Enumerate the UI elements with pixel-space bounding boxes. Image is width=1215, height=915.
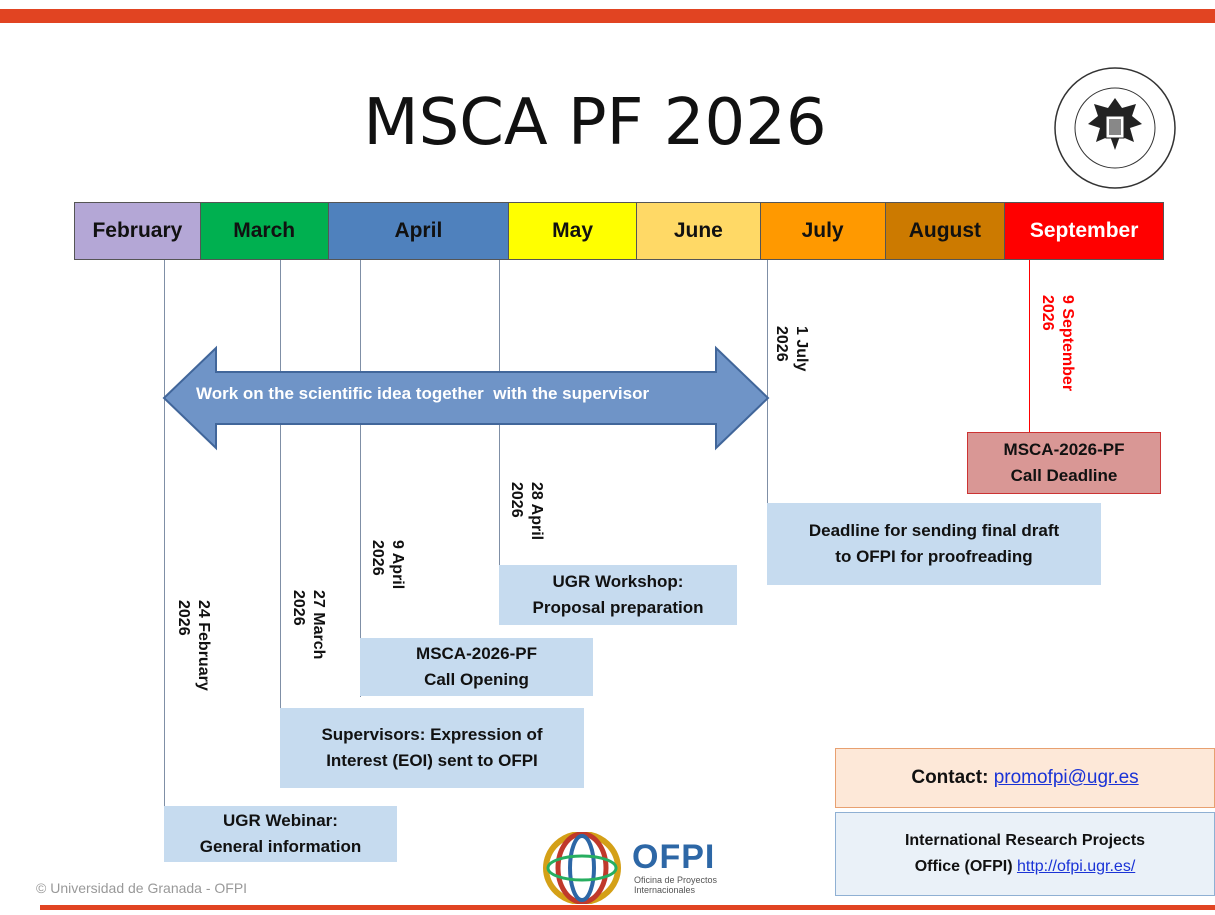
month-july: July [760,203,886,259]
timeline-line-sep9 [1029,260,1030,432]
webinar-box: UGR Webinar: General information [164,806,397,862]
double-arrow-icon [162,345,770,451]
ofpi-logo-icon [543,832,621,904]
month-may: May [509,203,637,259]
ofpi-logo-text: OFPI [632,838,716,876]
date-9-september: 9 September 2026 [1039,295,1076,392]
month-september: September [1005,203,1163,259]
contact-label: Contact: [911,767,989,788]
date-24-february: 24 February 2026 [175,600,212,691]
timeline-line-feb24 [164,260,165,860]
month-august: August [885,203,1006,259]
arrow-label: Work on the scientific idea together wit… [196,384,650,403]
month-label: February [92,219,183,242]
month-timeline: February March April May June July Augus… [74,202,1164,260]
date-9-april: 9 April 2026 [369,540,406,590]
call-deadline-box: MSCA-2026-PF Call Deadline [967,432,1161,494]
timeline-line-apr28 [499,260,500,625]
month-label: March [233,219,296,242]
final-draft-box: Deadline for sending final draft to OFPI… [767,503,1101,585]
page-title: MSCA PF 2026 [363,86,827,160]
contact-box: Contact: promofpi@ugr.es [835,748,1215,808]
office-prefix: Office (OFPI) [914,858,1013,875]
month-label: August [908,219,982,242]
month-april: April [328,203,510,259]
eoi-box: Supervisors: Expression of Interest (EOI… [280,708,584,788]
call-opening-box: MSCA-2026-PF Call Opening [360,638,593,696]
month-label: April [394,219,443,242]
month-label: September [1029,219,1139,242]
date-1-july: 1 July 2026 [773,326,810,372]
top-accent-bar [0,9,1215,23]
bottom-accent-bar [40,905,1215,910]
month-label: May [552,219,594,242]
contact-email-link[interactable]: promofpi@ugr.es [993,767,1139,788]
month-label: July [801,219,844,242]
month-march: March [200,203,329,259]
month-february: February [75,203,201,259]
ofpi-logo-subtitle: Oficina de Proyectos Internacionales [634,875,718,895]
timeline-line-jul1 [767,260,768,585]
date-27-march: 27 March 2026 [290,590,327,660]
timeline-line-mar27 [280,260,281,787]
office-box: International Research Projects Office (… [835,812,1215,896]
date-28-april: 28 April 2026 [508,482,545,541]
office-line2: Office (OFPI) http://ofpi.ugr.es/ [915,854,1136,880]
timeline-line-apr9 [360,260,361,697]
university-seal-icon [1054,67,1176,189]
month-label: June [673,219,723,242]
office-line1: International Research Projects [904,832,1146,849]
workshop-box: UGR Workshop: Proposal preparation [499,565,737,625]
office-url-link[interactable]: http://ofpi.ugr.es/ [1016,858,1136,875]
copyright-footer: © Universidad de Granada - OFPI [36,880,248,896]
month-june: June [636,203,761,259]
